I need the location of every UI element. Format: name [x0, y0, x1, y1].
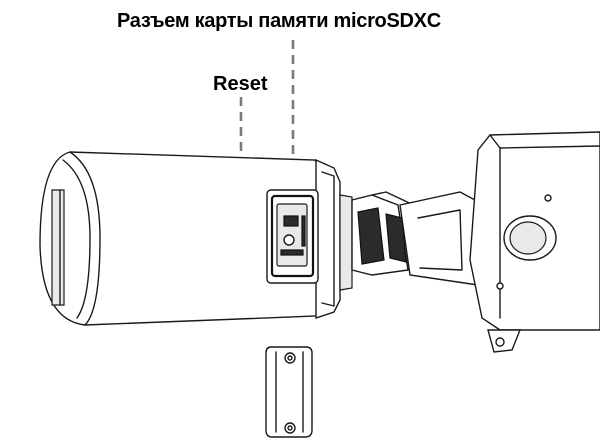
sd-compartment-cover: [265, 346, 313, 438]
microsd-slot-label: Разъем карты памяти microSDXC: [117, 10, 441, 32]
camera-collar: [315, 158, 353, 319]
wall-bracket: [469, 131, 600, 353]
reset-button: [283, 234, 295, 246]
mount-joint: [351, 191, 479, 286]
microsd-card-slot: [283, 215, 299, 227]
camera-housing: [39, 151, 323, 326]
reset-label: Reset: [213, 73, 268, 95]
sd-compartment: [266, 189, 319, 284]
